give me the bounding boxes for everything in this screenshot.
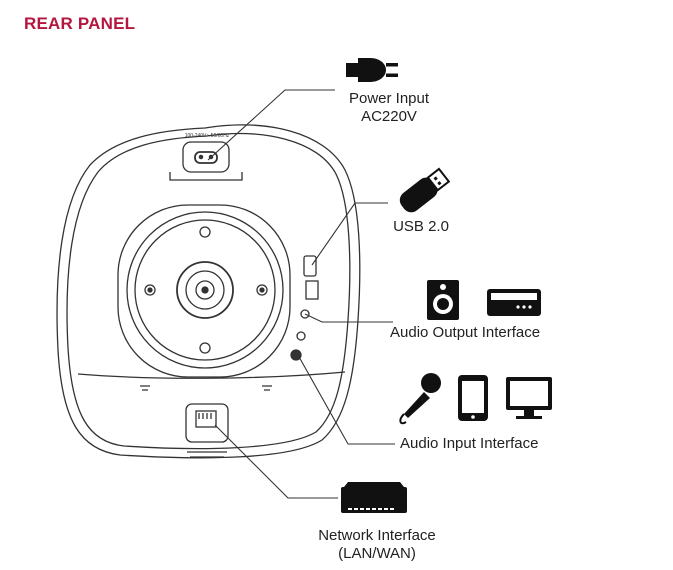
network-leader xyxy=(214,424,338,499)
audio-output-label: Audio Output Interface xyxy=(390,324,541,341)
amplifier-icon xyxy=(487,289,541,316)
network-switch-icon xyxy=(341,482,407,513)
plug-icon xyxy=(346,58,398,82)
page-title: REAR PANEL xyxy=(24,14,136,33)
power-socket-label: 100-240V~ 50/60Hz xyxy=(185,133,230,139)
power-input-voltage: AC220V xyxy=(361,108,417,125)
network-interface-label: Network Interface (LAN/WAN) xyxy=(294,527,460,563)
audio-out-leader xyxy=(304,313,393,323)
power-leader xyxy=(207,89,335,161)
device-body xyxy=(56,124,361,459)
network-interface-title: Network Interface xyxy=(318,527,436,544)
power-input-title: Power Input xyxy=(348,90,430,107)
leader-lines xyxy=(207,89,395,499)
usb-label: USB 2.0 xyxy=(393,218,449,235)
microphone-icon xyxy=(399,373,441,425)
phone-icon xyxy=(458,375,488,421)
usb-leader xyxy=(311,202,388,266)
usb-drive-icon xyxy=(399,167,451,213)
monitor-icon xyxy=(506,377,552,419)
audio-in-leader xyxy=(297,354,395,445)
speaker-icon xyxy=(427,280,459,320)
network-interface-type: (LAN/WAN) xyxy=(338,545,416,562)
audio-input-label: Audio Input Interface xyxy=(400,435,539,452)
power-input-label: Power Input AC220V xyxy=(330,90,448,126)
